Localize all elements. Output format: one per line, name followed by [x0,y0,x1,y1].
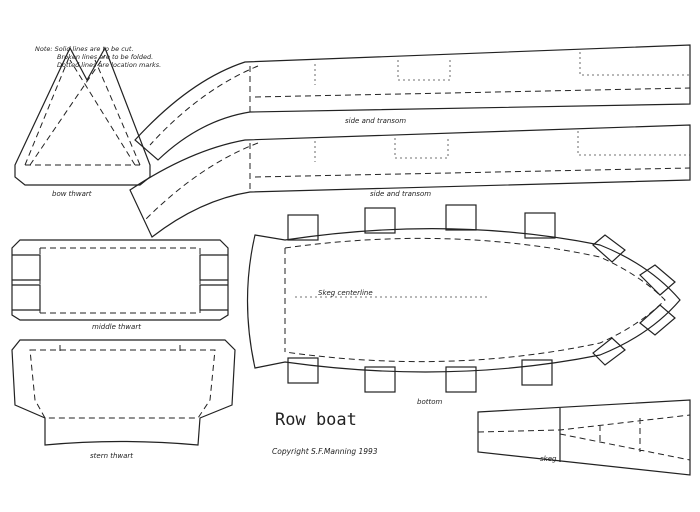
note-line-dotted: Dotted lines are location marks. [57,61,162,69]
note-line-fold: Broken lines are to be folded. [57,53,154,61]
stern-thwart-piece [11,339,236,446]
bow-thwart-label: bow thwart [52,190,92,198]
bow-thwart-piece [14,46,151,186]
skeg-label: skeg [540,455,557,463]
bottom-label: bottom [417,398,443,406]
instructions-note: Note: Solid lines are to be cut. Broken … [35,45,161,69]
side-transom-piece-1 [134,44,691,161]
page-title: Row boat [275,410,357,430]
middle-thwart-piece [11,239,229,321]
stern-thwart-label: stern thwart [90,452,134,460]
note-line-cut: Note: Solid lines are to be cut. [35,45,134,53]
side-transom-label-2: side and transom [370,190,432,198]
side-transom-label-1: side and transom [345,117,407,125]
side-transom-piece-2 [129,124,691,238]
skeg-centerline-label: Skeg centerline [318,289,373,297]
middle-thwart-label: middle thwart [92,323,141,331]
copyright-notice: Copyright S.F.Manning 1993 [272,447,378,456]
bottom-piece [246,204,681,393]
skeg-piece [477,399,691,476]
